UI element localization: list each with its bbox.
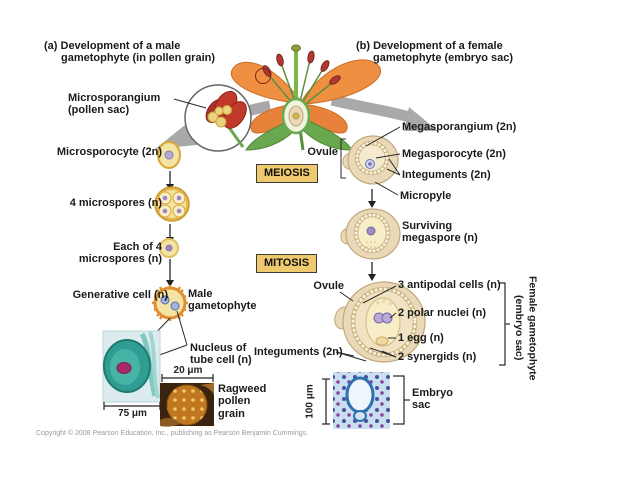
microsporocyte-cell: [157, 141, 181, 169]
label-polar-nuclei: 2 polar nuclei (n): [398, 307, 487, 319]
label-embryo-sac: Embryo sac: [412, 387, 453, 412]
anther-highlight-circle: [255, 68, 271, 84]
four-microspores-cell: [154, 186, 190, 222]
label-male-gametophyte: Male gametophyte: [188, 288, 257, 313]
male-gametophyte-cell: [152, 285, 188, 321]
copyright-text: Copyright © 2008 Pearson Education, Inc.…: [36, 430, 309, 437]
mitosis-box: MITOSIS: [256, 254, 318, 273]
flower-illustration: [230, 44, 382, 151]
label-each-of-four-microspores: Each of 4 microspores (n): [78, 241, 162, 266]
label-integuments-upper: Integuments (2n): [402, 169, 491, 181]
title-male-pathway: (a) Development of a male gametophyte (i…: [44, 40, 216, 65]
scale-bar-20um: [161, 374, 214, 382]
label-ragweed-pollen-grain: Ragweed pollen grain: [218, 383, 267, 420]
ovule-stage-2: [340, 208, 401, 260]
label-egg: 1 egg (n): [398, 332, 444, 344]
microsporangium-leader-line: [173, 98, 207, 109]
embryo-sac-bracket-line: [393, 375, 410, 425]
ovule-stage-3: [334, 281, 426, 363]
meiosis-box: MEIOSIS: [256, 164, 318, 183]
title-female-pathway: (b) Development of a female gametophyte …: [356, 40, 513, 65]
female-gametophyte-bracket-line: [499, 282, 510, 366]
label-generative-cell: Generative cell (n): [72, 289, 168, 301]
female-lower-leader-lines: [335, 285, 397, 362]
stage-arrowheads-female: [368, 201, 376, 281]
label-scale-75um: 75 μm: [118, 408, 147, 419]
label-four-microspores: 4 microspores (n): [69, 197, 162, 209]
ovule-upper-bracket: [340, 138, 346, 179]
label-synergids: 2 synergids (n): [398, 351, 477, 363]
label-integuments-lower: Integuments (2n): [254, 346, 343, 358]
scale-bar-100um: [322, 378, 330, 425]
label-megasporangium: Megasporangium (2n): [402, 121, 517, 133]
label-ovule-upper: Ovule: [307, 146, 338, 158]
label-ovule-lower: Ovule: [313, 280, 344, 292]
pollen-tube-micrograph: [102, 330, 161, 403]
label-megasporocyte: Megasporocyte (2n): [402, 148, 506, 160]
label-micropyle: Micropyle: [400, 190, 452, 202]
microsporangium-closeup: [184, 84, 252, 152]
label-microsporangium: Microsporangium (pollen sac): [68, 92, 161, 117]
label-scale-20um: 20 μm: [173, 365, 203, 376]
label-surviving-megaspore: Surviving megaspore (n): [402, 220, 478, 245]
curved-arrow-right-icon: [330, 94, 438, 131]
label-female-gametophyte-vertical: Female gametophyte (embryo sac): [513, 275, 539, 381]
embryo-sac-micrograph: [333, 372, 390, 429]
label-antipodal-cells: 3 antipodal cells (n): [398, 279, 501, 291]
ragweed-sem-image: [160, 383, 214, 427]
label-scale-100um: 100 μm: [304, 384, 316, 419]
label-nucleus-of-tube-cell: Nucleus of tube cell (n): [190, 342, 252, 367]
label-microsporocyte: Microsporocyte (2n): [56, 146, 162, 158]
single-microspore-cell: [159, 238, 179, 258]
